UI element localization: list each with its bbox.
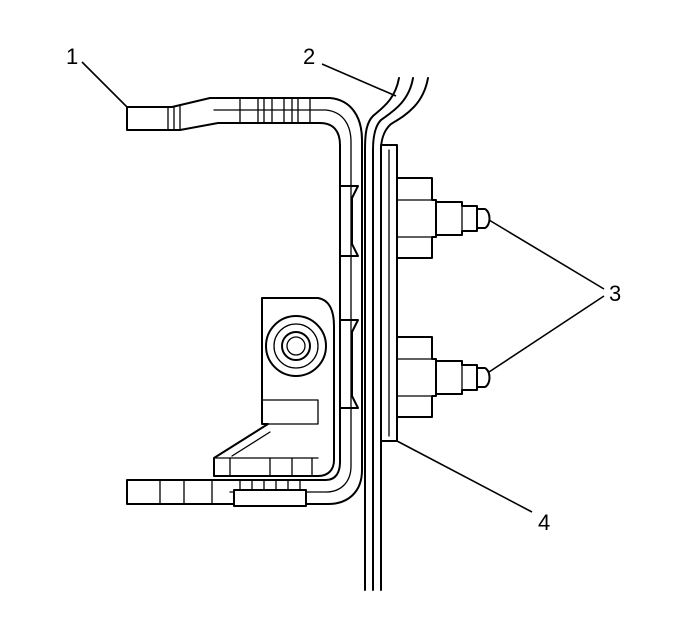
bracket [126,97,363,505]
leader-line-1 [81,61,128,108]
callout-label-4: 4 [538,510,550,535]
callout-label-2: 2 [303,44,315,69]
leader-lines [81,61,605,513]
bracket-clip [213,297,335,507]
leader-line-3a [488,219,605,290]
mounting-plate [380,144,398,442]
callout-label-3: 3 [609,281,621,306]
leader-line-4 [396,440,533,513]
callout-label-1: 1 [66,44,78,69]
lower-stud-nut [396,336,491,418]
callout-labels: 1 2 3 4 [66,44,621,535]
leader-line-2 [321,63,397,97]
leader-line-3b [488,295,605,373]
upper-stud-nut [396,177,491,259]
